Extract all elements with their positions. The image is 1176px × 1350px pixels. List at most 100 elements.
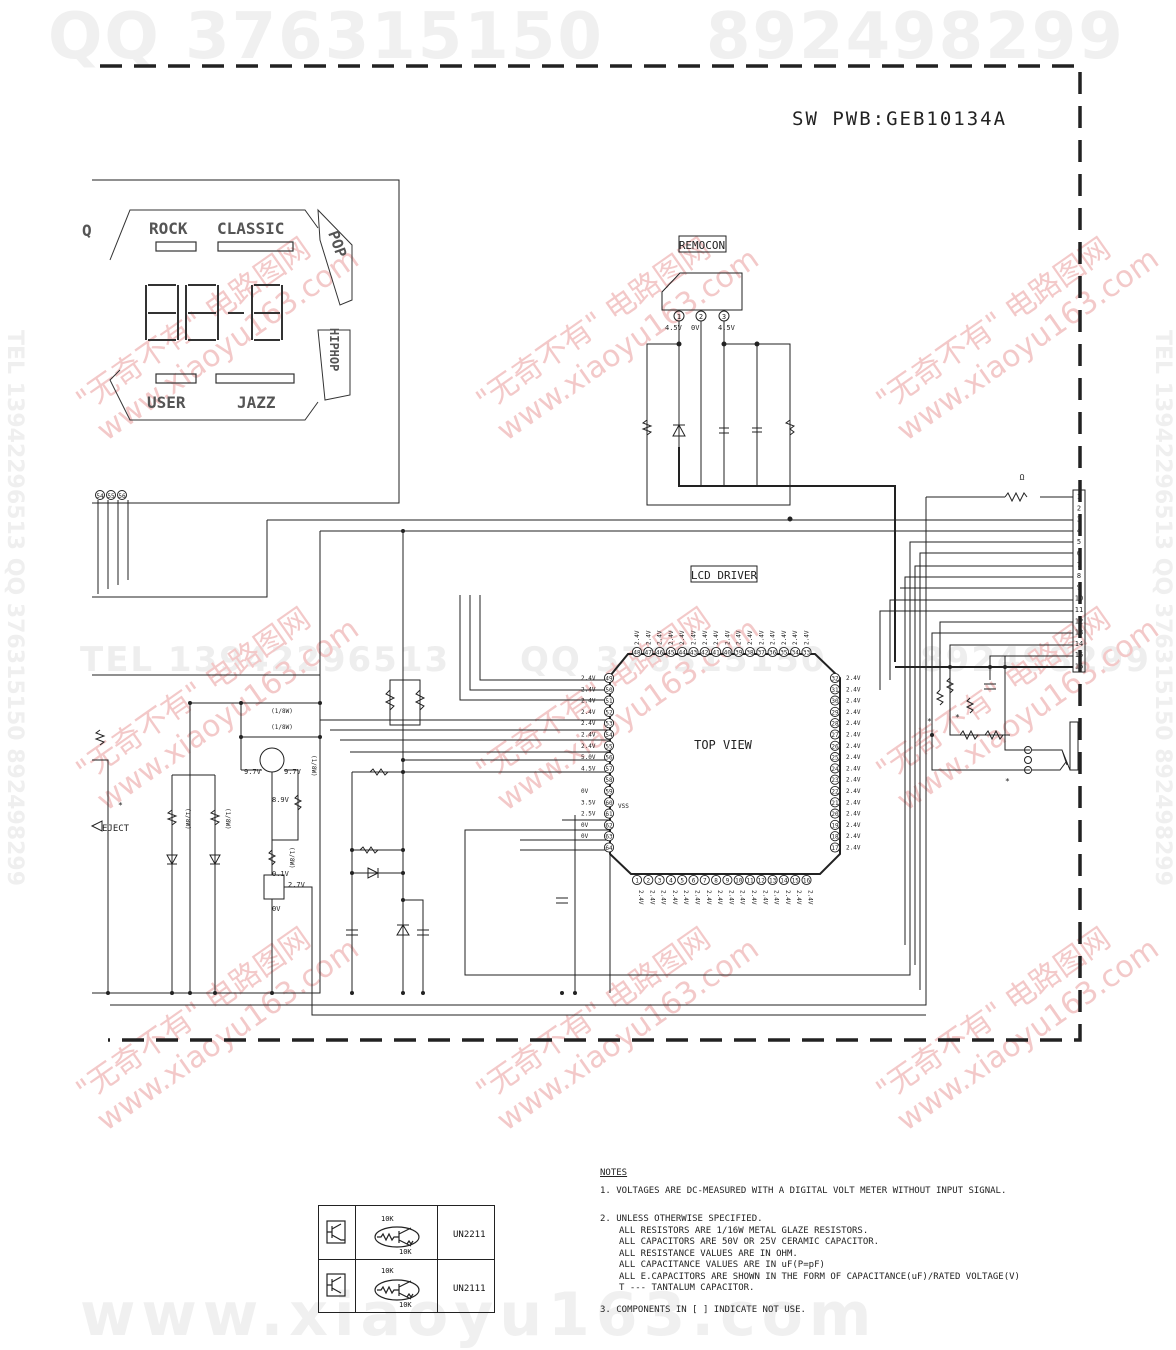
ic-top-pin	[654, 646, 665, 658]
ic-right-pin-label: 17	[831, 845, 839, 852]
ic-right-pin	[829, 718, 841, 729]
ic-left-pin	[603, 785, 615, 797]
display-label-user: USER	[147, 393, 186, 412]
ic-right-pin-label: 26	[831, 743, 839, 750]
board-outline	[100, 64, 1082, 1042]
ic-bottom-pin	[756, 874, 767, 886]
node-voltage: 8.9V	[272, 796, 290, 804]
remocon-pin: 2	[699, 313, 703, 321]
ic-left-pin-voltage: 3.5V	[581, 799, 596, 806]
ic-right-pin-label: 18	[831, 834, 839, 841]
note-2-line: ALL CAPACITANCE VALUES ARE IN uF(P=pF)	[619, 1260, 825, 1270]
eject-label: EJECT	[102, 824, 130, 834]
legend-r1: 10K	[381, 1267, 394, 1275]
ic-bottom-pin	[778, 874, 789, 886]
ic-bottom-pin-voltage: 2.4V	[682, 890, 689, 905]
watermark-qq: QQ 376315150	[48, 0, 604, 74]
ic-bottom-pin-voltage: 2.4V	[648, 890, 655, 905]
ic-right-pin	[829, 797, 841, 808]
ic-right-pin	[829, 819, 841, 830]
asterisk-note: *	[118, 801, 123, 810]
ic-top-pin-label: 36	[769, 650, 777, 657]
ic-left-pin-label: 51	[605, 698, 613, 705]
junction-dots	[106, 529, 1007, 995]
legend-model: UN2111	[453, 1284, 486, 1294]
ic-right-pin-label: 21	[831, 800, 839, 807]
ic-left-pin-label: 56	[605, 755, 613, 762]
asterisk-note: *	[1005, 777, 1010, 786]
watermark-number: 892498299	[706, 0, 1125, 74]
watermark-number-mid: 892498299	[920, 640, 1151, 680]
lcd-segment-display	[109, 208, 353, 421]
ic-left-pin-voltage: 2.4V	[581, 720, 596, 727]
lcd-driver-view-label: TOP VIEW	[694, 738, 753, 752]
ic-bottom-pin-label: 12	[758, 878, 766, 885]
node-voltage: 9.7V	[284, 768, 302, 776]
ic-bottom-pin-label: 5	[680, 878, 684, 885]
watermark-side-left: TEL 13942296513 QQ 376315150 892498299	[2, 330, 27, 887]
ic-left-pin	[603, 729, 615, 740]
ic-bottom-pin-label: 10	[735, 878, 743, 885]
ic-left-pin	[603, 808, 615, 819]
ic-bottom-pin	[688, 874, 699, 886]
ic-right-pin-label: 20	[831, 811, 839, 818]
ic-left-pin-label: 57	[605, 766, 613, 773]
display-label-rock: ROCK	[149, 219, 188, 238]
right-connector-pin: 5	[1077, 538, 1081, 546]
lcd-driver-title: LCD DRIVER	[691, 569, 758, 582]
ic-left-pin-label: 60	[605, 800, 613, 807]
ic-top-pin-label: 39	[735, 650, 743, 657]
resistor-rating: (1/8W)	[310, 755, 317, 777]
stub-pin-label: 54	[96, 493, 104, 500]
ic-left-pin-label: 61	[605, 811, 613, 818]
remocon-title-box	[678, 235, 727, 253]
ic-left-pin-voltage: 0V	[581, 788, 589, 795]
stub-pin-label: 55	[107, 493, 115, 500]
ic-left-pin-label: 55	[605, 743, 613, 750]
note-2-line: ALL E.CAPACITORS ARE SHOWN IN THE FORM O…	[619, 1271, 1020, 1282]
ic-top-pin-voltage: 2.4V	[679, 630, 686, 645]
ic-top-pin-voltage: 2.4V	[781, 630, 788, 645]
right-connector-pin: 8	[1077, 572, 1081, 580]
right-connector	[92, 489, 1086, 1006]
ic-right-pin	[829, 706, 841, 717]
resistor-rating: (1/8W)	[184, 808, 191, 830]
right-connector-pin: 7	[1077, 561, 1081, 569]
ic-bottom-pin	[722, 874, 733, 886]
ic-left-pin-label: 49	[605, 676, 613, 683]
ic-right-pin	[829, 752, 841, 763]
watermark-qq-mid: QQ 376315150	[520, 640, 827, 680]
right-connector-pin: 10	[1075, 595, 1083, 603]
ic-left-pin	[603, 797, 615, 808]
ic-top-pin-label: 42	[701, 650, 709, 657]
display-label-pop: POP	[324, 228, 350, 260]
resistor-rating: (1/8W)	[288, 847, 295, 869]
notes-heading: NOTES	[600, 1168, 628, 1178]
ic-bottom-pin	[711, 874, 722, 886]
ic-bottom-pin-label: 13	[769, 878, 777, 885]
legend-r2: 10K	[399, 1248, 412, 1256]
ic-left-pin-voltage: 2.4V	[581, 743, 596, 750]
ic-right-pin-voltage: 2.4V	[846, 799, 861, 806]
ic-right-pin-label: 24	[831, 766, 839, 773]
ic-top-pin-label: 41	[712, 650, 720, 657]
ic-right-pin-voltage: 2.4V	[846, 720, 861, 727]
ic-top-pin-label: 40	[724, 650, 732, 657]
ic-top-pin	[711, 646, 722, 658]
ic-bottom-pin-label: 11	[746, 878, 754, 885]
ic-left-pin-label: 54	[605, 732, 613, 739]
ic-right-pin	[829, 729, 841, 740]
ic-top-pin-label: 47	[645, 650, 653, 657]
ic-right-pin-voltage: 2.4V	[846, 743, 861, 750]
resistor-rating: (1/8W)	[271, 708, 293, 715]
display-label-jazz: JAZZ	[237, 393, 276, 412]
connector-resistor-label: Ω	[1020, 473, 1025, 482]
ic-top-pin-voltage: 2.4V	[645, 630, 652, 645]
ic-bottom-pin-voltage: 2.4V	[773, 890, 780, 905]
ic-bottom-pin-voltage: 2.4V	[761, 890, 768, 905]
ic-bottom-pin	[665, 874, 676, 886]
asterisk-note: *	[927, 717, 932, 726]
ic-top-pin-voltage: 2.4V	[702, 630, 709, 645]
legend-model: UN2211	[453, 1230, 486, 1240]
